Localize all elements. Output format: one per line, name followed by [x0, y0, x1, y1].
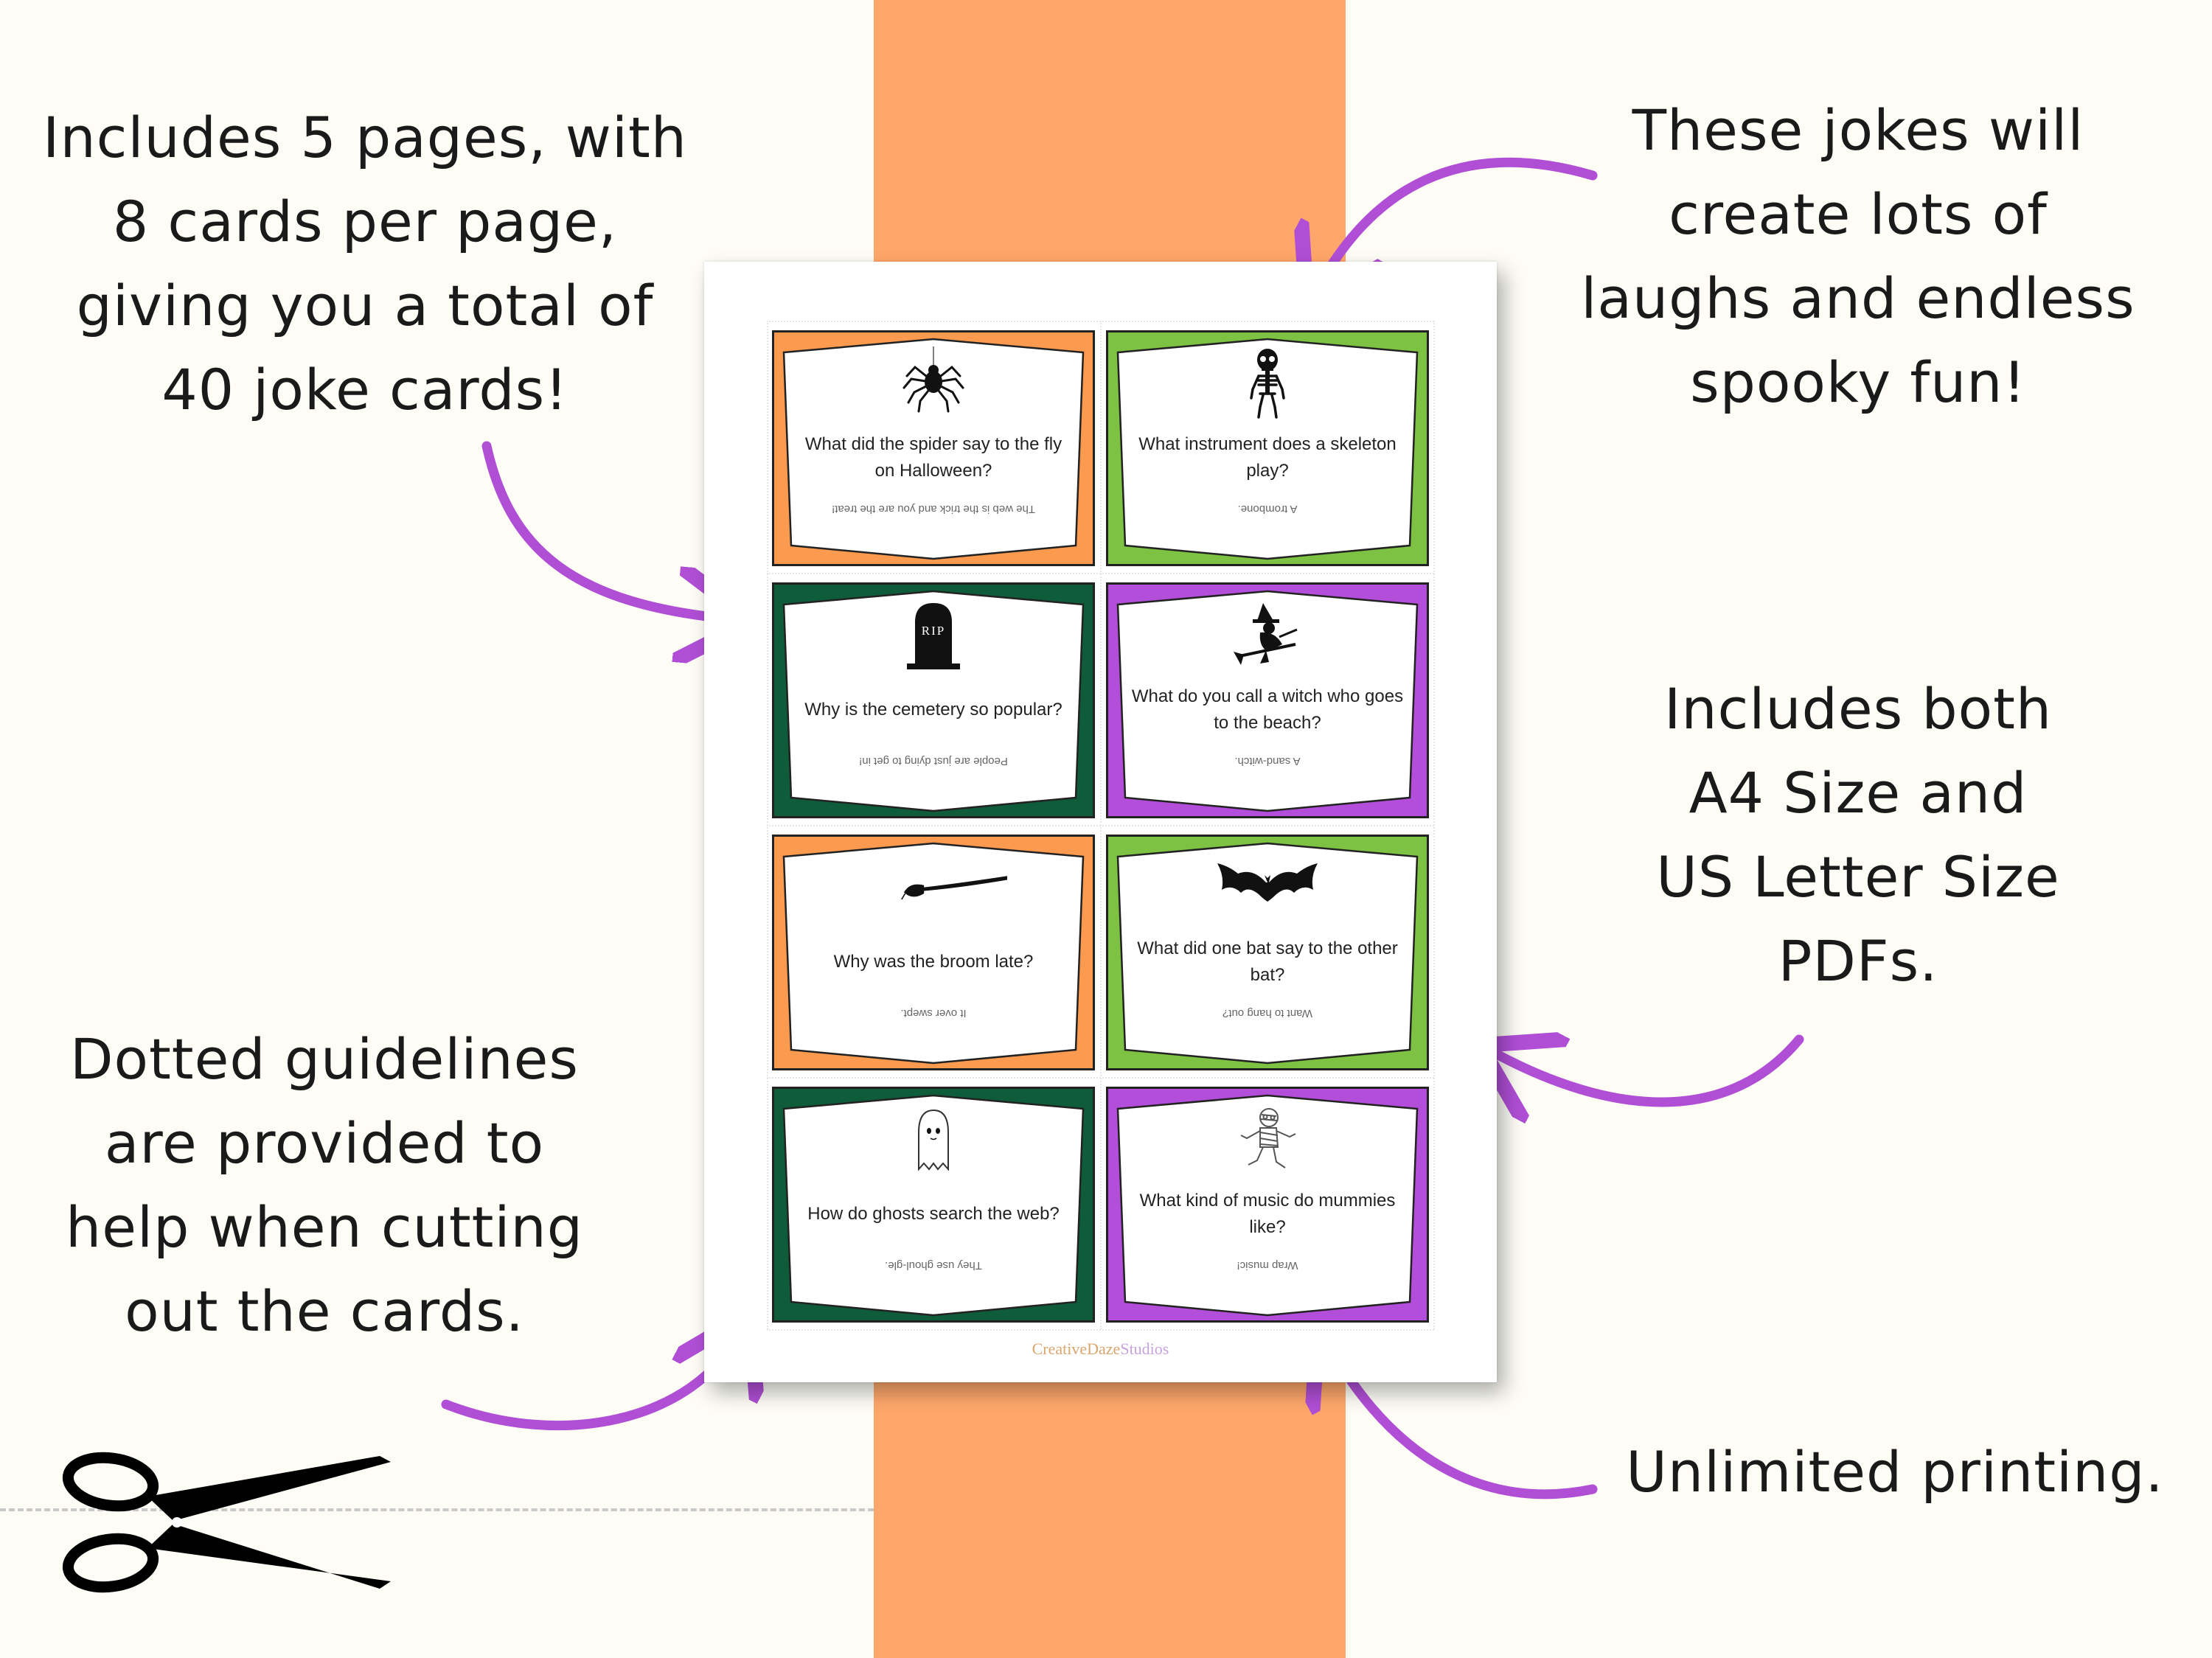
arrow-mid-right: [1497, 1039, 1804, 1102]
caption-line: These jokes will: [1632, 97, 2084, 163]
caption-top-right: These jokes will create lots of laughs a…: [1563, 88, 2153, 425]
caption-line: PDFs.: [1778, 928, 1938, 994]
card-frame: [772, 330, 1095, 566]
card-question: What instrument does a skeleton play?: [1138, 434, 1397, 481]
caption-line: Unlimited printing.: [1626, 1439, 2164, 1505]
joke-card: What do you call a witch who goes to the…: [1106, 582, 1429, 818]
card-frame: [772, 582, 1095, 818]
card-question: Why is the cemetery so popular?: [804, 700, 1062, 720]
caption-line: 8 cards per page,: [112, 189, 618, 254]
caption-line: Includes both: [1663, 676, 2053, 742]
caption-line: are provided to: [104, 1110, 545, 1176]
gravestone-text: RIP: [921, 624, 946, 638]
joke-card: RIP Why is the cemetery so popular? Peop…: [772, 582, 1095, 818]
joke-card: Why was the broom late? It over swept.: [772, 835, 1095, 1070]
card-answer-upside-down: A trombone.: [1237, 503, 1298, 515]
card-question: What did the spider say to the fly on Ha…: [804, 434, 1062, 481]
card-frame: [772, 835, 1095, 1070]
card-answer-upside-down: The web is the trick and you are the tre…: [832, 503, 1035, 515]
arrow-top-left: [481, 441, 734, 619]
card-answer-upside-down: Want to hang out?: [1222, 1007, 1313, 1020]
caption-line: A4 Size and: [1688, 760, 2028, 826]
joke-card: What instrument does a skeleton play? A …: [1106, 330, 1429, 566]
card-question: What kind of music do mummies like?: [1139, 1191, 1396, 1237]
caption-line: 40 joke cards!: [161, 357, 568, 422]
skeleton-icon: [1250, 349, 1285, 419]
card-answer-upside-down: People are just dying to get in!: [859, 755, 1008, 767]
caption-line: giving you a total of: [76, 273, 654, 338]
caption-line: Includes 5 pages, with: [43, 105, 687, 170]
joke-card: What kind of music do mummies like? Wrap…: [1106, 1087, 1429, 1323]
dotted-guideline: [1100, 321, 1102, 1329]
witch-icon: [1234, 603, 1298, 665]
joke-card: How do ghosts search the web? They use g…: [772, 1087, 1095, 1323]
card-answer-upside-down: They use ghoul-gle.: [885, 1259, 982, 1272]
caption-top-left: Includes 5 pages, with 8 cards per page,…: [37, 96, 693, 432]
dotted-guideline: [767, 1329, 1434, 1331]
caption-line: create lots of: [1669, 181, 2048, 247]
gravestone-icon: RIP: [897, 599, 970, 672]
card-question: What do you call a witch who goes to the…: [1131, 686, 1404, 733]
card-answer-upside-down: It over swept.: [900, 1007, 967, 1020]
scissors-icon: [62, 1452, 391, 1593]
card-question: What did one bat say to the other bat?: [1137, 938, 1398, 985]
card-frame: [1106, 835, 1429, 1070]
bat-icon: [1217, 863, 1318, 902]
caption-bottom-left: Dotted guidelines are provided to help w…: [22, 1017, 627, 1354]
card-question: How do ghosts search the web?: [807, 1204, 1060, 1224]
brand-part-1: CreativeDaze: [1032, 1340, 1121, 1358]
card-question: Why was the broom late?: [833, 952, 1034, 972]
caption-line: US Letter Size: [1656, 844, 2060, 910]
card-frame: [1106, 1087, 1429, 1323]
caption-line: laughs and endless: [1581, 265, 2135, 331]
caption-line: help when cutting: [66, 1194, 583, 1260]
dashed-cut-guideline: [0, 1508, 874, 1511]
ghost-icon: [918, 1109, 949, 1171]
spider-icon: [902, 346, 964, 413]
printable-sheet: What did the spider say to the fly on Ha…: [704, 262, 1497, 1382]
brand-part-2: Studios: [1120, 1340, 1169, 1358]
dotted-guideline: [1433, 321, 1435, 1329]
caption-line: Dotted guidelines: [69, 1026, 580, 1092]
card-frame: [1106, 330, 1429, 566]
brand-watermark: CreativeDazeStudios: [704, 1340, 1497, 1359]
caption-bottom-right: Unlimited printing.: [1593, 1430, 2197, 1514]
joke-card: What did one bat say to the other bat? W…: [1106, 835, 1429, 1070]
caption-line: out the cards.: [125, 1278, 524, 1344]
dotted-guideline: [767, 321, 768, 1329]
mummy-icon: [1240, 1108, 1296, 1168]
card-answer-upside-down: A sand-witch.: [1234, 755, 1301, 767]
card-answer-upside-down: Wrap music!: [1237, 1259, 1298, 1272]
caption-mid-right: Includes both A4 Size and US Letter Size…: [1563, 667, 2153, 1003]
broom-icon: [901, 876, 1007, 900]
joke-card: What did the spider say to the fly on Ha…: [772, 330, 1095, 566]
caption-line: spooky fun!: [1690, 349, 2026, 415]
card-frame: [1106, 582, 1429, 818]
